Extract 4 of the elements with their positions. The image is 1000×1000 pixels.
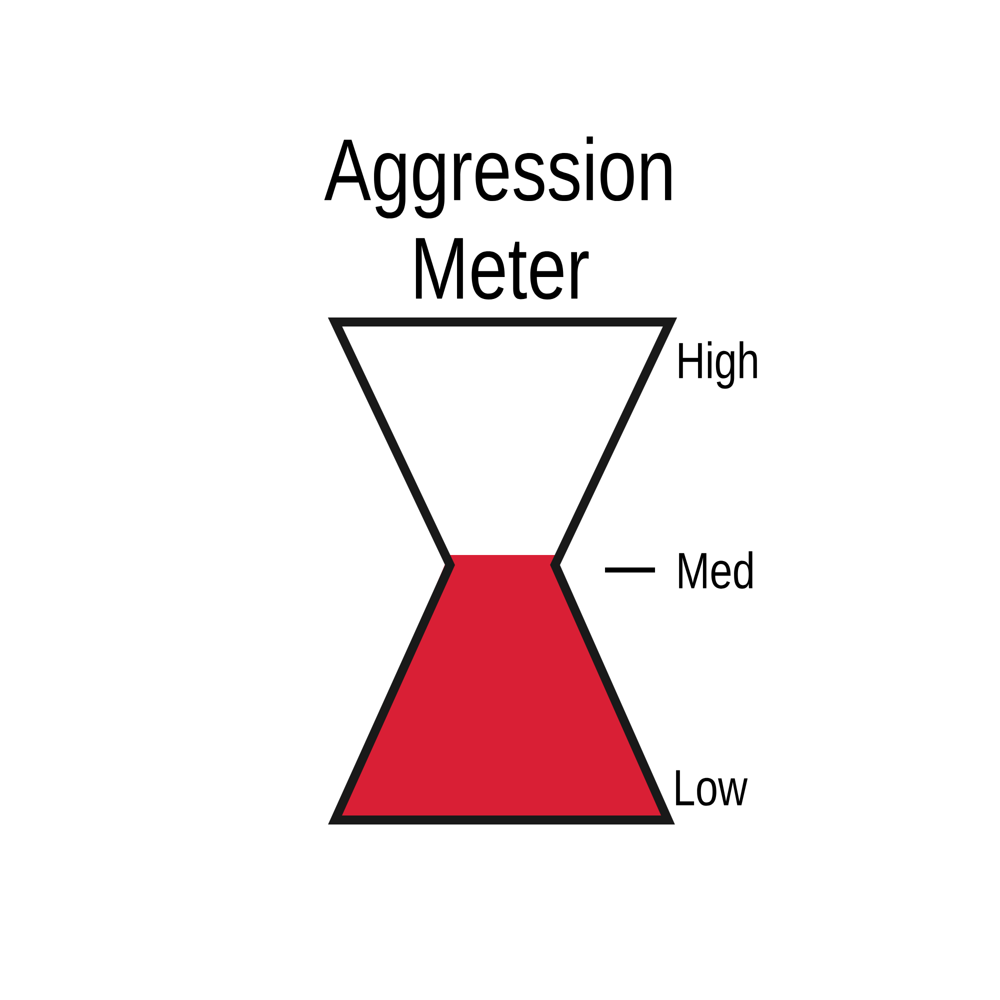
level-label: Low: [676, 770, 748, 806]
title: Aggression Meter: [324, 136, 672, 300]
level-label: Med: [679, 551, 752, 589]
level-label: High: [679, 341, 757, 389]
